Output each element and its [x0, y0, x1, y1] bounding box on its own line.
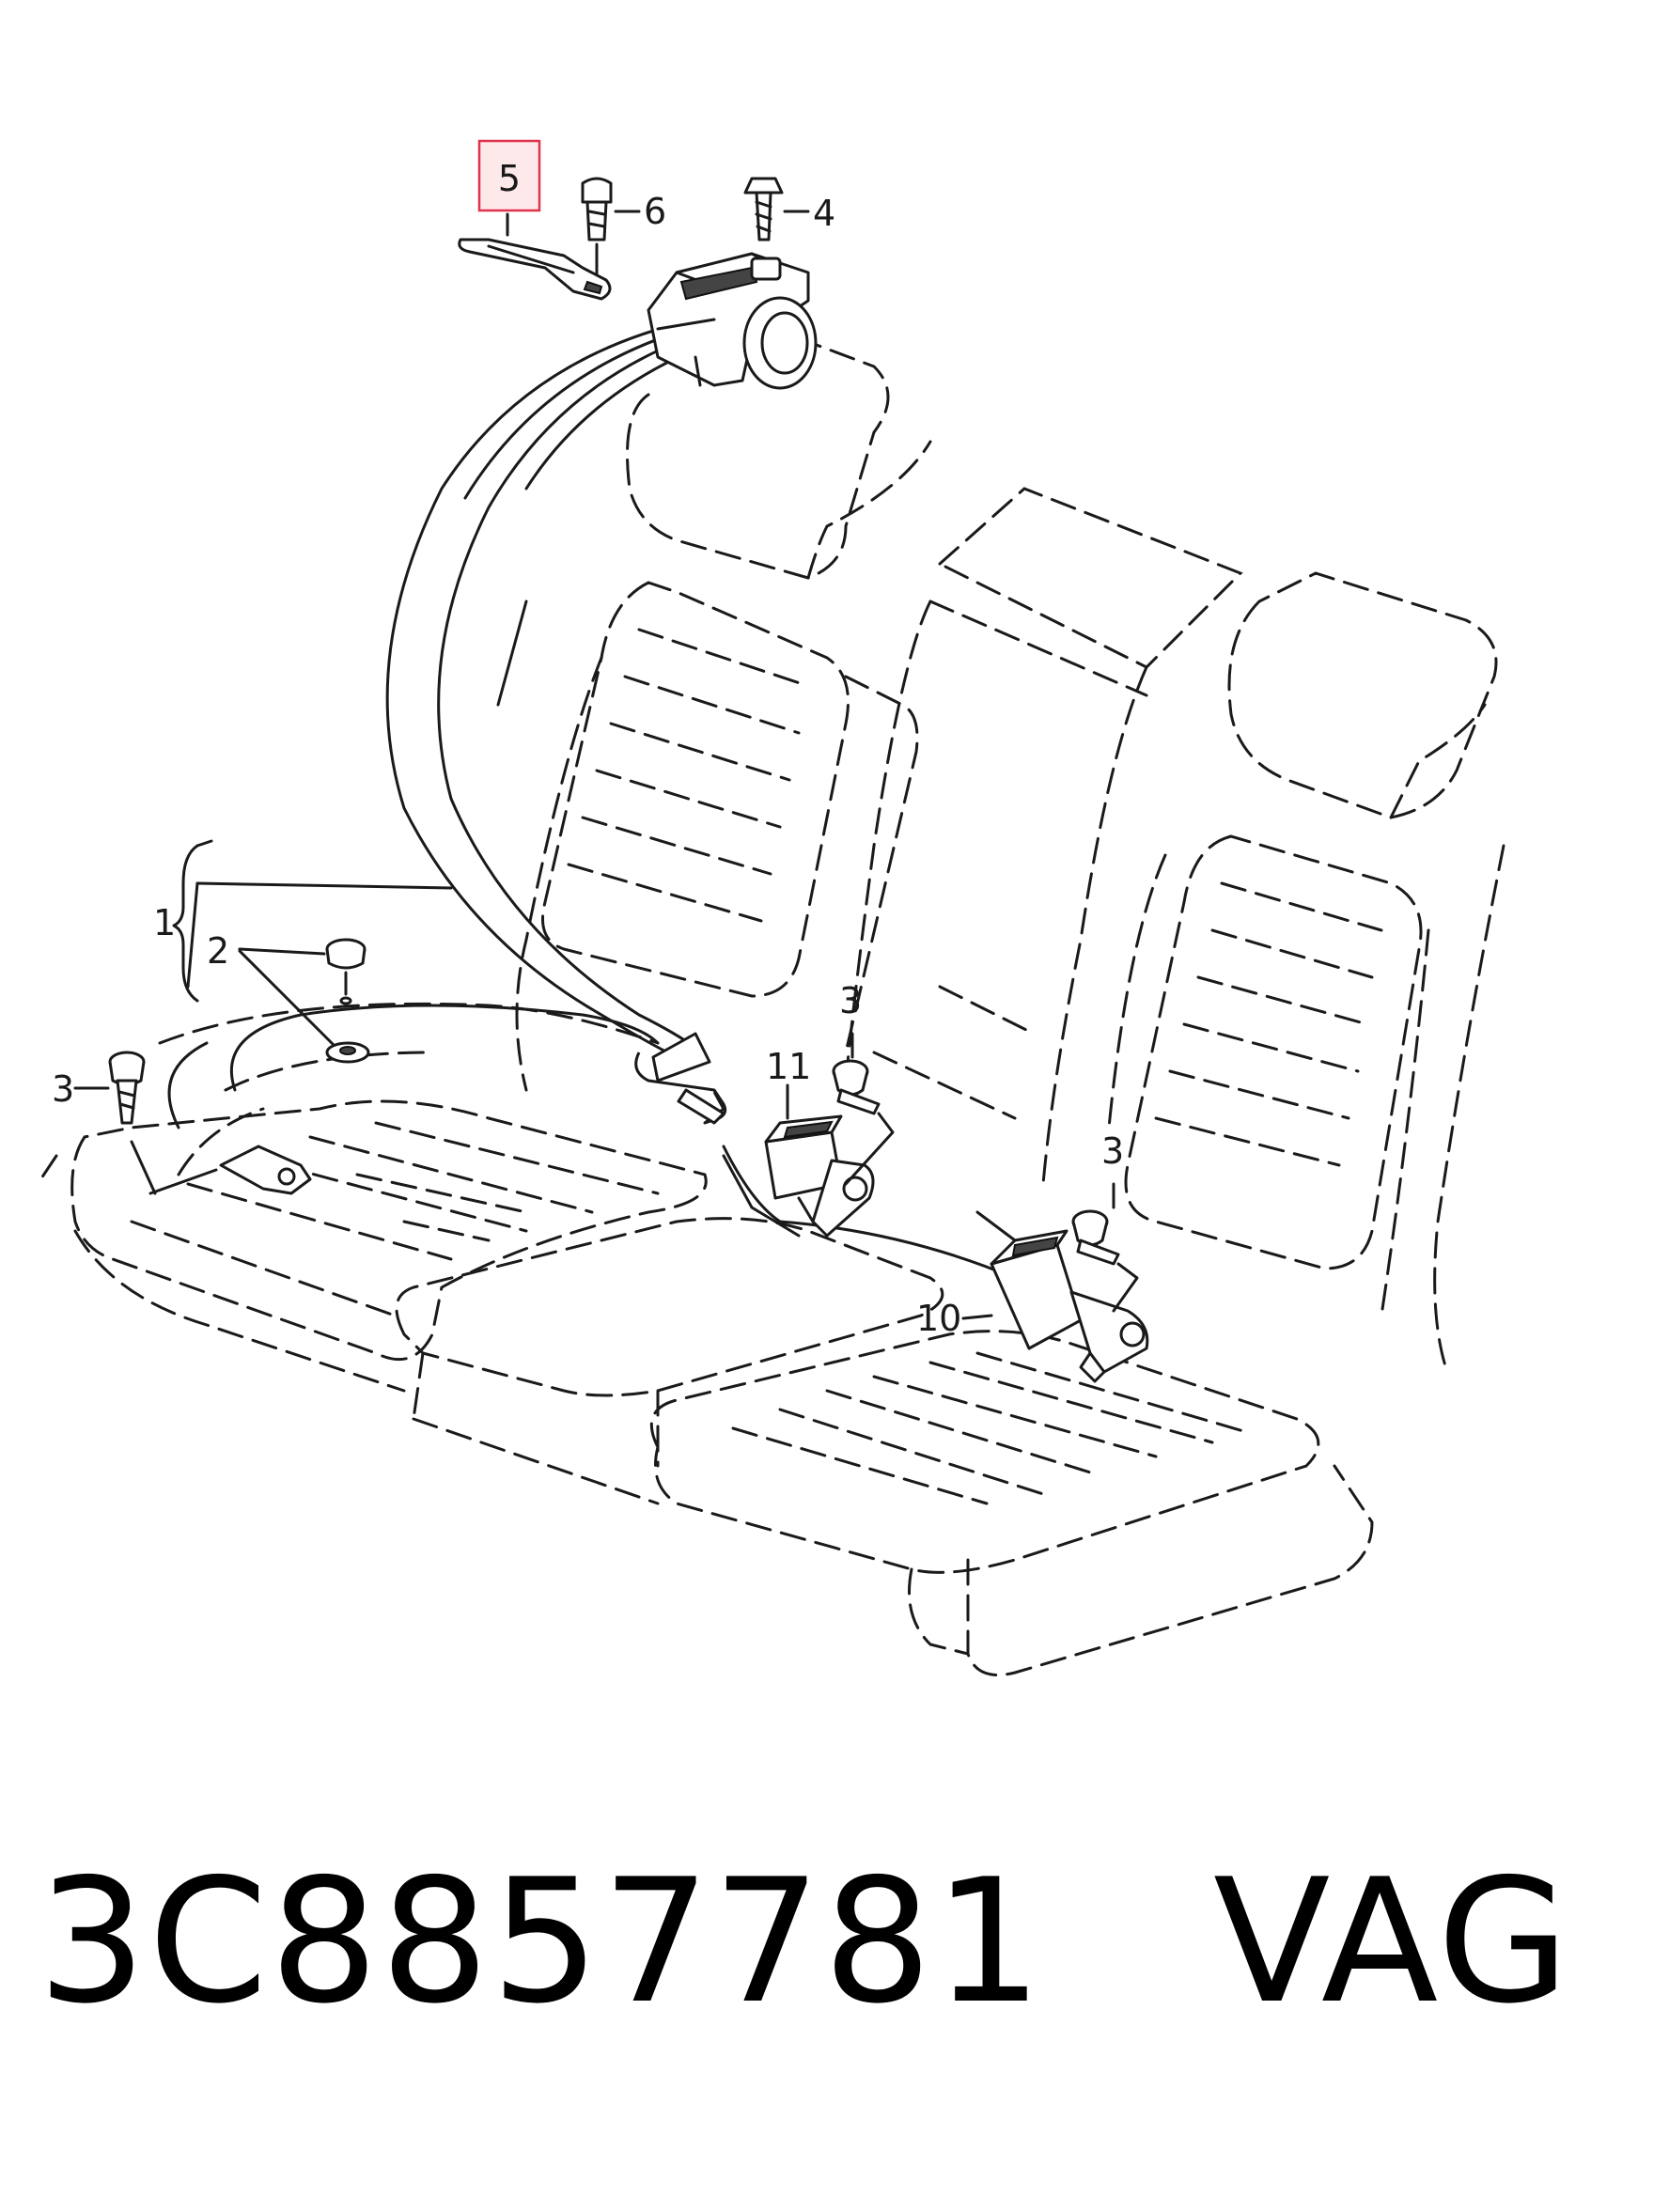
rear-seat-outline [36, 336, 1505, 1676]
callout-2: 2 [207, 930, 229, 972]
bolt-3-centre-drop [844, 1112, 895, 1186]
callout-1: 1 [153, 902, 176, 943]
leader-2a [238, 947, 326, 956]
brace-1 [172, 844, 199, 1003]
brand-name: VAG [1213, 1842, 1572, 2041]
callout-6: 6 [644, 191, 666, 232]
seatbelt-exploded-diagram: 5 6 4 1 2 3 3 3 11 10 [36, 139, 1505, 1676]
callout-5: 5 [498, 158, 521, 199]
callout-4: 4 [813, 193, 835, 234]
bolt-3-right [1071, 1209, 1120, 1266]
bolt-3-left-drop [130, 1140, 157, 1195]
plug-2 [325, 938, 370, 1064]
callout-5-highlight [477, 139, 541, 212]
belt-webbing [385, 318, 725, 1059]
callout-3-centre: 3 [839, 980, 862, 1021]
callout-10: 10 [916, 1298, 961, 1339]
callout-11: 11 [766, 1046, 811, 1087]
buckle-10-strap [975, 1210, 1017, 1242]
buckle-10 [990, 1229, 1149, 1383]
bolt-3-left [108, 1051, 146, 1125]
belt-tongue [634, 1032, 727, 1125]
belt-retractor [647, 252, 818, 390]
bolt-4 [743, 177, 784, 241]
buckle-11 [764, 1114, 875, 1238]
part-number: 3C8857781 [38, 1842, 1045, 2041]
buckle-11-strap [722, 1154, 801, 1238]
part-number-caption: 3C8857781 VAG [38, 1856, 1571, 2027]
leader-2b [238, 949, 335, 1047]
bolt-3-centre [832, 1059, 881, 1115]
cover-bracket-5 [458, 238, 612, 301]
callout-3-right: 3 [1101, 1130, 1124, 1172]
callout-3-left: 3 [52, 1068, 74, 1110]
leader-10 [961, 1314, 993, 1320]
brace-1-top [195, 839, 213, 848]
anchor-plate-left [148, 1145, 312, 1195]
bolt-3-right-drop [1112, 1262, 1139, 1313]
bolt-6 [581, 177, 613, 241]
seat-base-contours [167, 881, 1017, 1280]
